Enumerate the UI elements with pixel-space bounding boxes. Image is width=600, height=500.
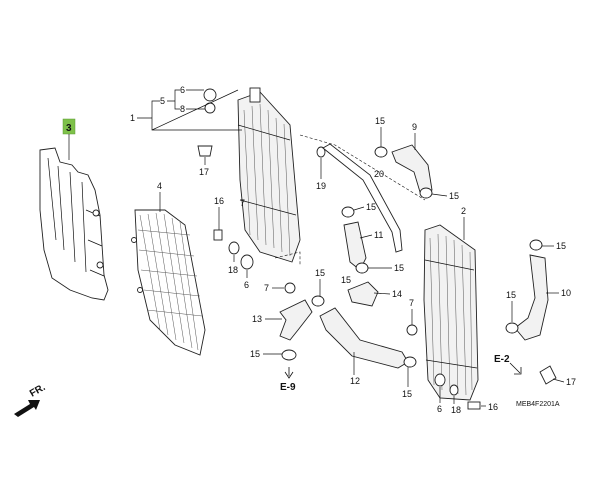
label-1: 1 bbox=[130, 113, 135, 123]
label-15-e: 15 bbox=[315, 268, 325, 278]
clamp-15-j bbox=[505, 322, 519, 334]
label-11: 11 bbox=[374, 230, 383, 240]
label-6-left: 6 bbox=[244, 280, 249, 290]
clamp-15-e bbox=[311, 295, 325, 307]
clamp-15-c bbox=[341, 206, 355, 218]
clip-17-left bbox=[197, 145, 213, 157]
label-15-b: 15 bbox=[449, 191, 459, 201]
radiator-shroud-part bbox=[39, 147, 109, 301]
clamp-15-a bbox=[374, 146, 388, 158]
label-7-top: 7 bbox=[240, 198, 245, 208]
label-15-h: 15 bbox=[402, 389, 412, 399]
label-3: 3 bbox=[66, 123, 72, 134]
label-15-c: 15 bbox=[366, 202, 376, 212]
label-6-cap: 6 bbox=[180, 85, 185, 95]
label-7-right: 7 bbox=[409, 298, 414, 308]
label-2: 2 bbox=[461, 206, 466, 216]
front-direction-arrow-icon bbox=[14, 400, 40, 417]
label-17-left: 17 bbox=[199, 167, 209, 177]
left-radiator-part bbox=[203, 87, 301, 263]
label-5-left: 5 bbox=[160, 96, 165, 106]
label-15-g: 15 bbox=[250, 349, 260, 359]
clamp-15-b bbox=[419, 187, 433, 199]
label-15-i: 15 bbox=[556, 241, 566, 251]
label-7-left: 7 bbox=[264, 283, 269, 293]
ref-e9: E-9 bbox=[280, 382, 296, 393]
label-20: 20 bbox=[374, 169, 384, 179]
radiator-grille-part bbox=[131, 209, 206, 356]
label-4: 4 bbox=[157, 181, 162, 191]
label-18-right: 18 bbox=[451, 405, 461, 415]
label-6-right: 6 bbox=[437, 404, 442, 414]
drawing-code: MEB4F2201A bbox=[516, 401, 560, 408]
label-18-left: 18 bbox=[228, 265, 238, 275]
clamp-15-h bbox=[403, 356, 417, 368]
label-12: 12 bbox=[350, 376, 360, 386]
label-9: 9 bbox=[412, 122, 417, 132]
clamp-15-i bbox=[529, 239, 543, 251]
right-radiator-part bbox=[423, 224, 479, 401]
label-10: 10 bbox=[561, 288, 571, 298]
clamp-15-g bbox=[281, 349, 297, 361]
label-16-left: 16 bbox=[214, 196, 224, 206]
label-17-right: 17 bbox=[566, 377, 576, 387]
clamp-15-d bbox=[355, 262, 369, 274]
label-15-f: 15 bbox=[341, 275, 351, 285]
label-14: 14 bbox=[392, 289, 402, 299]
label-15-j: 15 bbox=[506, 290, 516, 300]
label-15-d: 15 bbox=[394, 263, 404, 273]
label-8: 8 bbox=[180, 104, 185, 114]
label-13: 13 bbox=[252, 314, 262, 324]
fr-label: FR. bbox=[28, 382, 48, 400]
label-16-right: 16 bbox=[488, 402, 498, 412]
ref-e2: E-2 bbox=[494, 354, 510, 365]
label-19: 19 bbox=[316, 181, 326, 191]
label-15-a: 15 bbox=[375, 116, 385, 126]
